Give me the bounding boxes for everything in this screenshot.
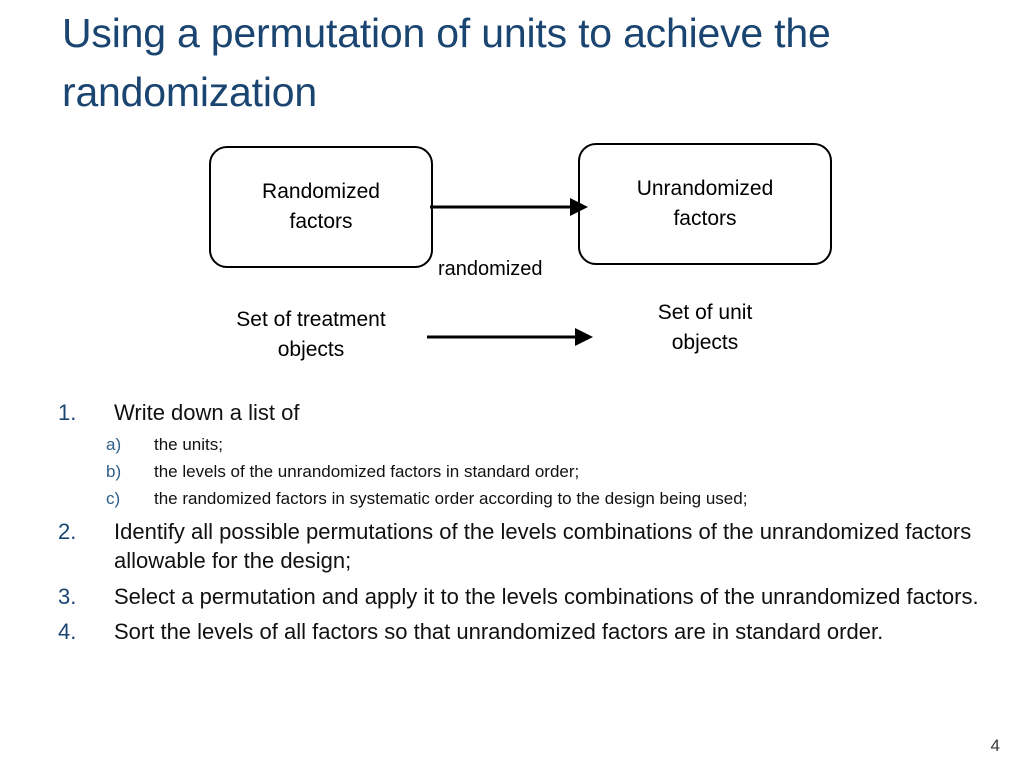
sub-list-item-text: the levels of the unrandomized factors i… xyxy=(154,461,580,481)
node-randomized-factors-label: Randomized factors xyxy=(262,180,380,233)
sub-list-item: b) the levels of the unrandomized factor… xyxy=(58,460,988,485)
list-item-marker: 4. xyxy=(58,618,77,644)
node-unrandomized-factors: Unrandomized factors xyxy=(578,143,832,265)
arrow-right-icon-bottom xyxy=(427,328,593,346)
list-item-text: Select a permutation and apply it to the… xyxy=(114,583,979,609)
sub-list-item-text: the randomized factors in systematic ord… xyxy=(154,488,748,508)
list-item-text: Write down a list of xyxy=(114,400,300,425)
list-item-marker: 3. xyxy=(58,583,77,609)
list-item-marker: 1. xyxy=(58,400,77,425)
page-title: Using a permutation of units to achieve … xyxy=(62,10,853,116)
sub-list-item: c) the randomized factors in systematic … xyxy=(58,487,988,512)
list-item: 3. Select a permutation and apply it to … xyxy=(58,582,988,611)
content-list: 1. Write down a list of a) the units; b)… xyxy=(58,398,988,652)
page-number: 4 xyxy=(990,736,1000,755)
list-item: 4. Sort the levels of all factors so tha… xyxy=(58,617,988,646)
node-randomized-factors: Randomized factors xyxy=(209,146,433,268)
label-set-of-unit-objects: Set of unit objects xyxy=(657,301,753,354)
list-item: 1. Write down a list of xyxy=(58,398,988,427)
label-set-of-treatment-objects: Set of treatment objects xyxy=(236,308,386,361)
edge-label-randomized: randomized xyxy=(438,258,543,280)
sub-list-item-text: the units; xyxy=(154,435,223,455)
list-item-text: Sort the levels of all factors so that u… xyxy=(114,618,884,644)
arrow-right-icon-top xyxy=(430,198,588,216)
sub-list-item-marker: a) xyxy=(106,435,122,455)
list-item-text: Identify all possible permutations of th… xyxy=(114,519,972,574)
node-unrandomized-factors-label: Unrandomized factors xyxy=(636,177,774,230)
sub-list-item: a) the units; xyxy=(58,433,988,458)
sub-list-item-marker: c) xyxy=(106,488,121,508)
list-item: 2. Identify all possible permutations of… xyxy=(58,517,988,576)
list-item-marker: 2. xyxy=(58,519,77,545)
sub-list: a) the units; b) the levels of the unran… xyxy=(58,433,988,511)
sub-list-item-marker: b) xyxy=(106,461,122,481)
